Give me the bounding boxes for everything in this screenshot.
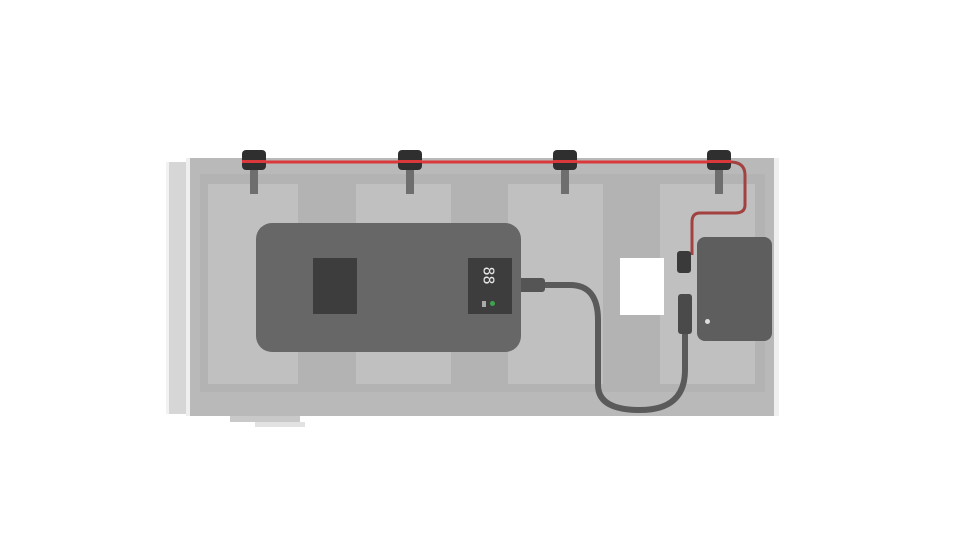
power-bank-left-panel — [313, 258, 357, 314]
terminal-1 — [242, 150, 266, 194]
terminal-2 — [398, 150, 422, 194]
controller-connector — [677, 251, 691, 273]
tray-foot-shadow — [255, 422, 305, 427]
cable-plug — [517, 278, 545, 292]
tray-foot — [230, 416, 300, 422]
battery-icon — [482, 301, 486, 307]
power-bank: 88 — [256, 223, 521, 352]
power-cable — [517, 282, 688, 414]
terminal-3 — [553, 150, 577, 194]
red-wire-to-controller — [690, 160, 747, 255]
controller-led-icon — [705, 319, 710, 324]
white-square-cutout — [620, 258, 664, 315]
power-bank-display: 88 — [468, 258, 512, 314]
terminal-4 — [707, 150, 731, 194]
display-digits: 88 — [479, 266, 498, 285]
cable-plug-controller — [678, 294, 692, 334]
green-indicator-icon — [490, 301, 495, 306]
controller-box — [677, 237, 772, 341]
